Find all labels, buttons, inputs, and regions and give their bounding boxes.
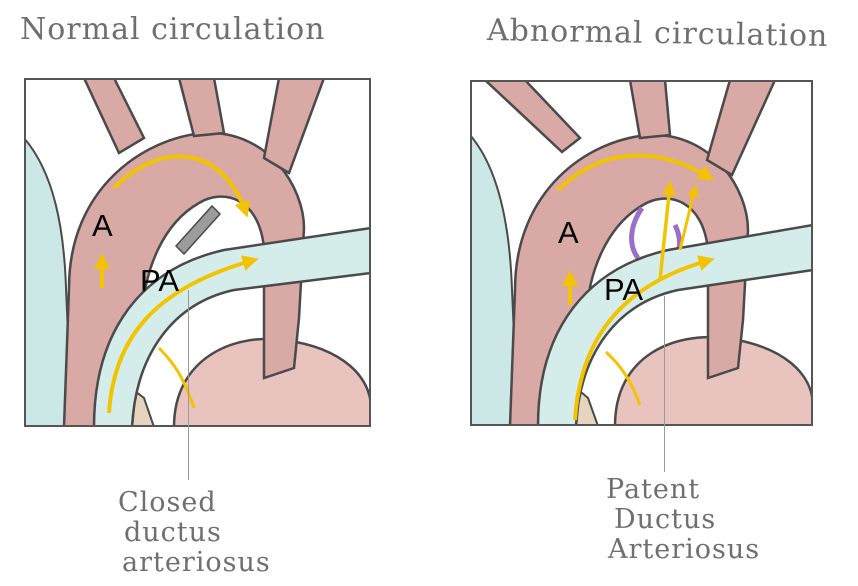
caption-closed-ductus: Closed ductus arteriosus bbox=[118, 488, 271, 578]
label-pulmonary-artery: PA bbox=[604, 272, 643, 307]
title-normal-circulation: Normal circulation bbox=[20, 12, 326, 47]
leader-line-patent-ductus bbox=[664, 296, 665, 472]
caption-line: Patent bbox=[606, 475, 760, 505]
caption-line: Arteriosus bbox=[608, 535, 760, 565]
abnormal-circulation-drawing: A PA bbox=[470, 80, 813, 426]
caption-line: Ductus bbox=[614, 505, 760, 535]
label-aorta: A bbox=[558, 215, 579, 250]
caption-line: Closed bbox=[118, 488, 271, 518]
leader-line-closed-ductus bbox=[188, 290, 189, 480]
normal-circulation-drawing: A PA bbox=[24, 78, 371, 427]
label-pulmonary-artery: PA bbox=[140, 263, 179, 298]
title-abnormal-circulation: Abnormal circulation bbox=[487, 13, 829, 54]
caption-line: arteriosus bbox=[122, 548, 271, 578]
caption-patent-ductus: Patent Ductus Arteriosus bbox=[606, 475, 760, 565]
label-aorta: A bbox=[92, 208, 113, 243]
caption-line: ductus bbox=[124, 518, 271, 548]
